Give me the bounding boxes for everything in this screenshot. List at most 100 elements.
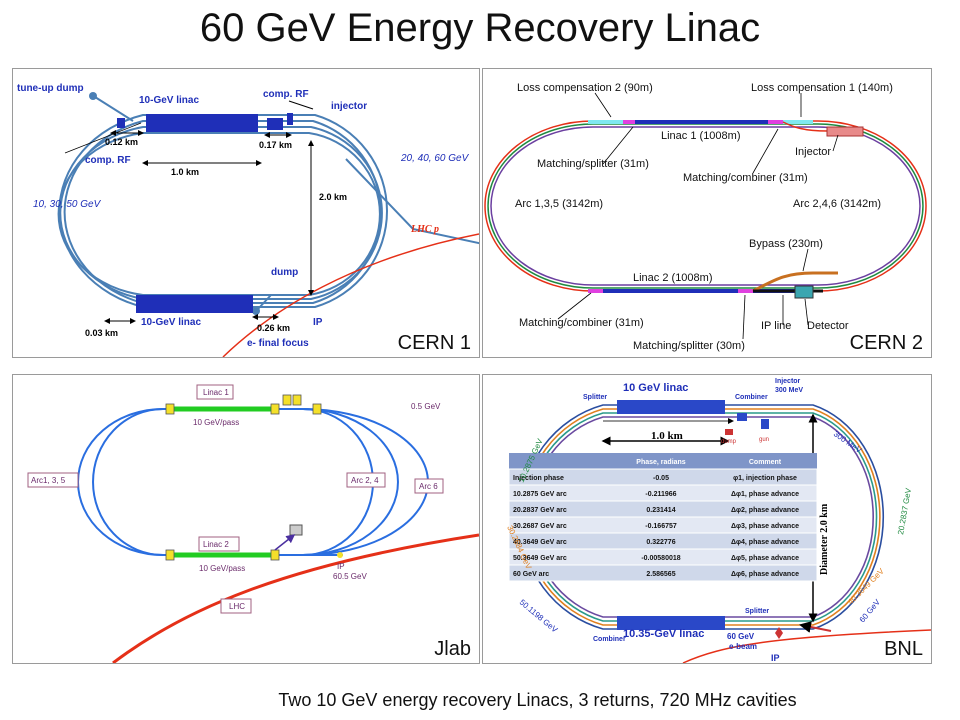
final-focus-label: e- final focus xyxy=(247,338,309,349)
energies-left-label: 10, 30, 50 GeV xyxy=(33,199,102,210)
cern2-panel: Loss compensation 2 (90m) Loss compensat… xyxy=(482,68,932,358)
mc31-bottom-label: Matching/combiner (31m) xyxy=(519,317,644,329)
jlab-diagram: Linac 1 10 GeV/pass Arc1, 3, 5 Arc 2, 4 … xyxy=(27,384,479,663)
bnl-300mev-label: 300 MeV xyxy=(832,429,864,455)
bnl-e60b-label: 60 GeV xyxy=(727,632,755,641)
energies-right-label: 20, 40, 60 GeV xyxy=(400,153,470,164)
jlab-lhc-line xyxy=(112,533,479,663)
bnl-e50-label: 50.1198 GeV xyxy=(518,598,560,635)
jlab-arc6-label: Arc 6 xyxy=(419,482,438,491)
table-cell: 0.231414 xyxy=(646,507,675,514)
jlab-arc6-box xyxy=(414,478,444,494)
table-header-cell: Comment xyxy=(749,459,782,466)
table-cell: Δφ1, phase advance xyxy=(731,491,799,498)
jlab-linac2-box xyxy=(198,536,240,552)
cern1-linac-top xyxy=(146,114,258,132)
table-cell: Δφ6, phase advance xyxy=(731,571,799,578)
mc31-top-label: Matching/combiner (31m) xyxy=(683,172,808,184)
jlab-e05-label: 0.5 GeV xyxy=(411,402,441,411)
injector-box xyxy=(826,126,864,137)
bnl-combiner-top-label: Combiner xyxy=(735,394,768,401)
table-cell: Injection phase xyxy=(513,475,564,482)
cern2-corner-label: CERN 2 xyxy=(849,332,923,354)
cern2-diagram: Loss compensation 2 (90m) Loss compensat… xyxy=(484,82,927,352)
bypass-label: Bypass (230m) xyxy=(749,238,823,250)
bnl-injector-label: Injector xyxy=(775,378,801,385)
dist-026: 0.26 km xyxy=(257,323,290,333)
lhc-beam-line xyxy=(222,233,479,357)
table-cell: Δφ3, phase advance xyxy=(731,523,799,530)
table-cell: -0.05 xyxy=(653,475,669,482)
table-header-cell: Phase, radians xyxy=(636,459,686,466)
table-row xyxy=(508,564,818,582)
cern1-linac-bottom xyxy=(136,295,253,313)
bnl-inj-energy-label: 300 MeV xyxy=(775,387,803,394)
comp-rf-left-label: comp. RF xyxy=(85,155,131,166)
bnl-gun-label: gun xyxy=(759,437,769,443)
arc135-label: Arc 1,3,5 (3142m) xyxy=(515,198,603,210)
jlab-e605-label: 60.5 GeV xyxy=(333,572,367,581)
table-cell: 10.2875 GeV arc xyxy=(513,491,567,498)
bnl-e60-label: 60 GeV xyxy=(858,597,883,624)
linac-top-label: 10-GeV linac xyxy=(139,95,199,106)
jlab-arc24-box xyxy=(346,472,386,488)
ip-label: IP xyxy=(313,317,323,328)
bnl-diameter-label: Diameter 2.0 km xyxy=(819,503,830,575)
slide-title: 60 GeV Energy Recovery Linac xyxy=(199,6,761,50)
table-cell: 50.3649 GeV arc xyxy=(513,555,567,562)
jlab-linac1-box xyxy=(196,384,234,400)
dist-003: 0.03 km xyxy=(85,328,118,338)
table-cell: Δφ2, phase advance xyxy=(731,507,799,514)
table-cell: Δφ4, phase advance xyxy=(731,539,799,546)
detector-box xyxy=(794,285,814,299)
bnl-combiner-bottom-label: Combiner xyxy=(593,636,626,643)
dist-10: 1.0 km xyxy=(171,167,199,177)
jlab-linac1-label: Linac 1 xyxy=(203,388,229,397)
table-cell: 20.2837 GeV arc xyxy=(513,507,567,514)
cern1-diagram: tune-up dump 10-GeV linac comp. RF injec… xyxy=(17,83,479,357)
cern1-corner-label: CERN 1 xyxy=(397,332,471,354)
table-cell: -0.211966 xyxy=(645,491,676,498)
dist-017: 0.17 km xyxy=(259,140,292,150)
jlab-panel: Linac 1 10 GeV/pass Arc1, 3, 5 Arc 2, 4 … xyxy=(12,374,480,664)
bnl-ip-label: IP xyxy=(771,653,780,663)
bnl-linac-top-label: 10 GeV linac xyxy=(623,382,688,394)
injector-label: injector xyxy=(331,101,367,112)
lhc-p-label: LHC p xyxy=(410,224,439,235)
bnl-gun-box xyxy=(761,419,769,429)
bnl-linac-top xyxy=(617,400,725,414)
injector-label-2: Injector xyxy=(795,146,831,158)
bnl-linac-bottom-label: 10.35-GeV linac xyxy=(623,628,704,640)
bnl-corner-label: BNL xyxy=(884,638,923,660)
jlab-pass2-label: 10 GeV/pass xyxy=(199,564,245,573)
table-cell: -0.00580018 xyxy=(641,555,680,562)
table-cell: 2.586565 xyxy=(646,571,675,578)
jlab-ip-marker xyxy=(337,552,343,558)
slide-footer: Two 10 GeV energy recovery Linacs, 3 ret… xyxy=(278,690,797,710)
jlab-ip-label: IP xyxy=(337,562,345,571)
loss2-label: Loss compensation 2 (90m) xyxy=(517,82,653,94)
dump-icon xyxy=(252,307,260,315)
bnl-splitter-top-label: Splitter xyxy=(583,394,607,401)
jlab-linac2-label: Linac 2 xyxy=(203,540,229,549)
jlab-lhc-box xyxy=(220,598,252,614)
jlab-pass1-label: 10 GeV/pass xyxy=(193,418,239,427)
table-cell: φ1, injection phase xyxy=(733,475,797,482)
arc246-label: Arc 2,4,6 (3142m) xyxy=(793,198,881,210)
linac2-label: Linac 2 (1008m) xyxy=(633,272,713,284)
table-cell: 30.2687 GeV arc xyxy=(513,523,567,530)
tuneup-dump-icon xyxy=(89,92,97,100)
ms31-label: Matching/splitter (31m) xyxy=(537,158,649,170)
bnl-dump-box xyxy=(725,429,733,435)
table-cell: 60 GeV arc xyxy=(513,571,549,578)
detector-label: Detector xyxy=(807,320,849,332)
jlab-arc135-box xyxy=(27,472,79,488)
bnl-ebeam-label: e-beam xyxy=(729,642,757,651)
bnl-ip-marker xyxy=(775,627,783,639)
linac1-label: Linac 1 (1008m) xyxy=(661,130,741,142)
jlab-corner-label: Jlab xyxy=(434,638,471,660)
ipline-label: IP line xyxy=(761,320,791,332)
bnl-distance-label: 1.0 km xyxy=(651,430,683,442)
linac-bottom-label: 10-GeV linac xyxy=(141,317,201,328)
